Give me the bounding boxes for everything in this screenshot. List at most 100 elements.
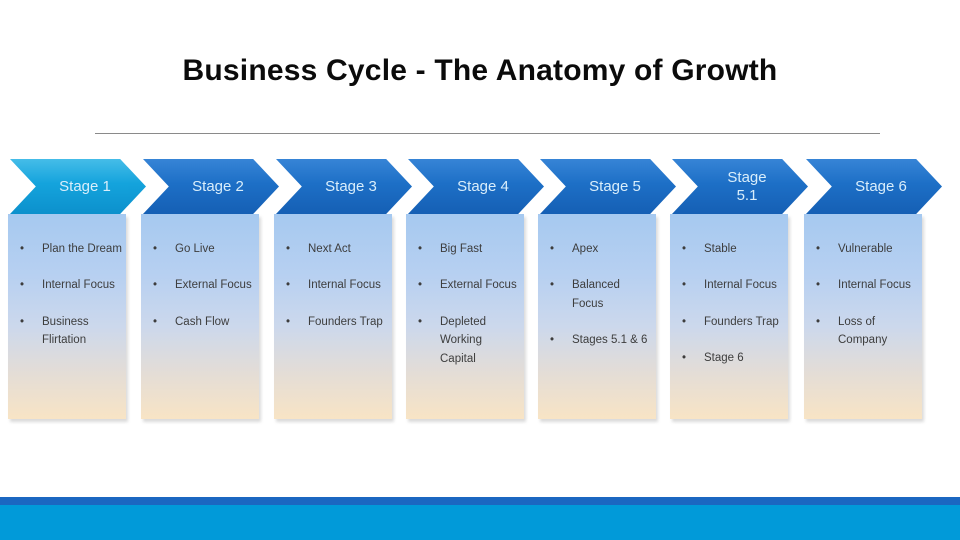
bullet-item: Founders Trap xyxy=(682,313,784,331)
stage-group-6: Stage 6 Vulnerable Internal Focus Loss o… xyxy=(804,0,942,540)
bullet-text: Founders Trap xyxy=(704,315,779,328)
bullet-item: Vulnerable xyxy=(816,240,918,258)
bullet-item: Internal Focus xyxy=(682,276,784,294)
bullet-dot xyxy=(418,313,440,331)
stage-group-2: Stage 2 Go Live External Focus Cash Flow xyxy=(141,0,279,540)
bullet-text: Apex xyxy=(572,243,599,255)
bullet-text: Depleted Working Capital xyxy=(440,315,487,365)
footer-band-cyan xyxy=(0,505,960,540)
bullet-item: Plan the Dream xyxy=(20,240,122,258)
bullet-text: External Focus xyxy=(175,279,252,292)
bullet-dot xyxy=(816,276,838,294)
stage-5-1-panel: Stable Internal Focus Founders Trap Stag… xyxy=(670,214,788,419)
bullet-item: Loss of Company xyxy=(816,313,918,350)
stage-group-5-1: Stage 5.1 Stable Internal Focus Founders… xyxy=(670,0,808,540)
bullet-item: Founders Trap xyxy=(286,313,388,331)
stage-group-4: Stage 4 Big Fast External Focus Depleted… xyxy=(406,0,544,540)
bullet-text: Internal Focus xyxy=(308,279,381,292)
stage-1-panel: Plan the Dream Internal Focus Business F… xyxy=(8,214,126,419)
bullet-dot xyxy=(286,313,308,331)
bullet-item: Balanced Focus xyxy=(550,276,652,313)
bullet-item: Business Flirtation xyxy=(20,313,122,350)
stage-group-5: Stage 5 Apex Balanced Focus Stages 5.1 &… xyxy=(538,0,676,540)
bullet-dot xyxy=(682,276,704,294)
stage-6-label: Stage 6 xyxy=(855,177,907,195)
stage-5-bullet-list: Apex Balanced Focus Stages 5.1 & 6 xyxy=(538,214,656,350)
stage-2-panel: Go Live External Focus Cash Flow xyxy=(141,214,259,419)
bullet-text: Internal Focus xyxy=(838,279,911,292)
bullet-text: Balanced Focus xyxy=(572,279,620,310)
bullet-dot xyxy=(682,349,704,367)
bullet-text: Big Fast xyxy=(440,243,483,255)
stage-5-1-label: Stage 5.1 xyxy=(727,169,767,204)
bullet-item: Next Act xyxy=(286,240,388,258)
stage-5-1-chevron: Stage 5.1 xyxy=(672,159,808,214)
bullet-text: Internal Focus xyxy=(42,279,115,292)
stage-group-1: Stage 1 Plan the Dream Internal Focus Bu… xyxy=(8,0,146,540)
bullet-dot xyxy=(418,276,440,294)
bullet-item: Internal Focus xyxy=(20,276,122,294)
stage-5-1-bullet-list: Stable Internal Focus Founders Trap Stag… xyxy=(670,214,788,368)
bullet-dot xyxy=(816,313,838,331)
stage-3-chevron: Stage 3 xyxy=(276,159,412,214)
bullet-dot xyxy=(682,313,704,331)
bullet-text: Business Flirtation xyxy=(42,315,89,347)
bullet-dot xyxy=(286,276,308,294)
bullet-text: Founders Trap xyxy=(308,315,383,328)
bullet-text: Plan the Dream xyxy=(42,243,122,255)
stage-6-bullet-list: Vulnerable Internal Focus Loss of Compan… xyxy=(804,214,922,350)
stage-5-label: Stage 5 xyxy=(589,177,641,195)
title-divider xyxy=(95,133,880,134)
stage-4-label: Stage 4 xyxy=(457,177,509,195)
bullet-item: Stage 6 xyxy=(682,349,784,367)
bullet-dot xyxy=(550,240,572,258)
bullet-text: Internal Focus xyxy=(704,279,777,292)
bullet-dot xyxy=(682,240,704,258)
bullet-text: Stages 5.1 & 6 xyxy=(572,334,648,347)
bullet-text: Stage 6 xyxy=(704,352,744,365)
bullet-dot xyxy=(20,240,42,258)
bullet-item: Stable xyxy=(682,240,784,258)
bullet-dot xyxy=(816,240,838,258)
stage-1-bullet-list: Plan the Dream Internal Focus Business F… xyxy=(8,214,126,350)
bullet-dot xyxy=(20,313,42,331)
bullet-item: Internal Focus xyxy=(816,276,918,294)
stage-5-chevron: Stage 5 xyxy=(540,159,676,214)
stage-3-bullet-list: Next Act Internal Focus Founders Trap xyxy=(274,214,392,331)
stage-3-label: Stage 3 xyxy=(325,177,377,195)
bullet-item: Depleted Working Capital xyxy=(418,313,520,368)
bullet-item: External Focus xyxy=(418,276,520,294)
bullet-text: External Focus xyxy=(440,279,517,292)
bullet-text: Vulnerable xyxy=(838,243,893,255)
stage-2-chevron: Stage 2 xyxy=(143,159,279,214)
stage-4-bullet-list: Big Fast External Focus Depleted Working… xyxy=(406,214,524,368)
stage-6-panel: Vulnerable Internal Focus Loss of Compan… xyxy=(804,214,922,419)
bullet-text: Next Act xyxy=(308,243,351,255)
stage-3-panel: Next Act Internal Focus Founders Trap xyxy=(274,214,392,419)
bullet-item: Big Fast xyxy=(418,240,520,258)
bullet-dot xyxy=(286,240,308,258)
bullet-item: Go Live xyxy=(153,240,255,258)
slide-title: Business Cycle - The Anatomy of Growth xyxy=(182,54,778,87)
bullet-text: Stable xyxy=(704,243,737,255)
stage-4-chevron: Stage 4 xyxy=(408,159,544,214)
stage-2-bullet-list: Go Live External Focus Cash Flow xyxy=(141,214,259,331)
stage-4-panel: Big Fast External Focus Depleted Working… xyxy=(406,214,524,419)
stage-1-label: Stage 1 xyxy=(59,177,111,195)
bullet-dot xyxy=(550,331,572,349)
bullet-item: Apex xyxy=(550,240,652,258)
bullet-item: Stages 5.1 & 6 xyxy=(550,331,652,349)
bullet-dot xyxy=(153,313,175,331)
bullet-item: Cash Flow xyxy=(153,313,255,331)
stage-group-3: Stage 3 Next Act Internal Focus Founders… xyxy=(274,0,412,540)
bullet-dot xyxy=(20,276,42,294)
bullet-dot xyxy=(153,240,175,258)
bullet-text: Cash Flow xyxy=(175,315,230,328)
bullet-dot xyxy=(418,240,440,258)
stage-1-chevron: Stage 1 xyxy=(10,159,146,214)
stage-2-label: Stage 2 xyxy=(192,177,244,195)
footer-band-dark xyxy=(0,497,960,505)
bullet-text: Go Live xyxy=(175,243,215,255)
stage-5-panel: Apex Balanced Focus Stages 5.1 & 6 xyxy=(538,214,656,419)
